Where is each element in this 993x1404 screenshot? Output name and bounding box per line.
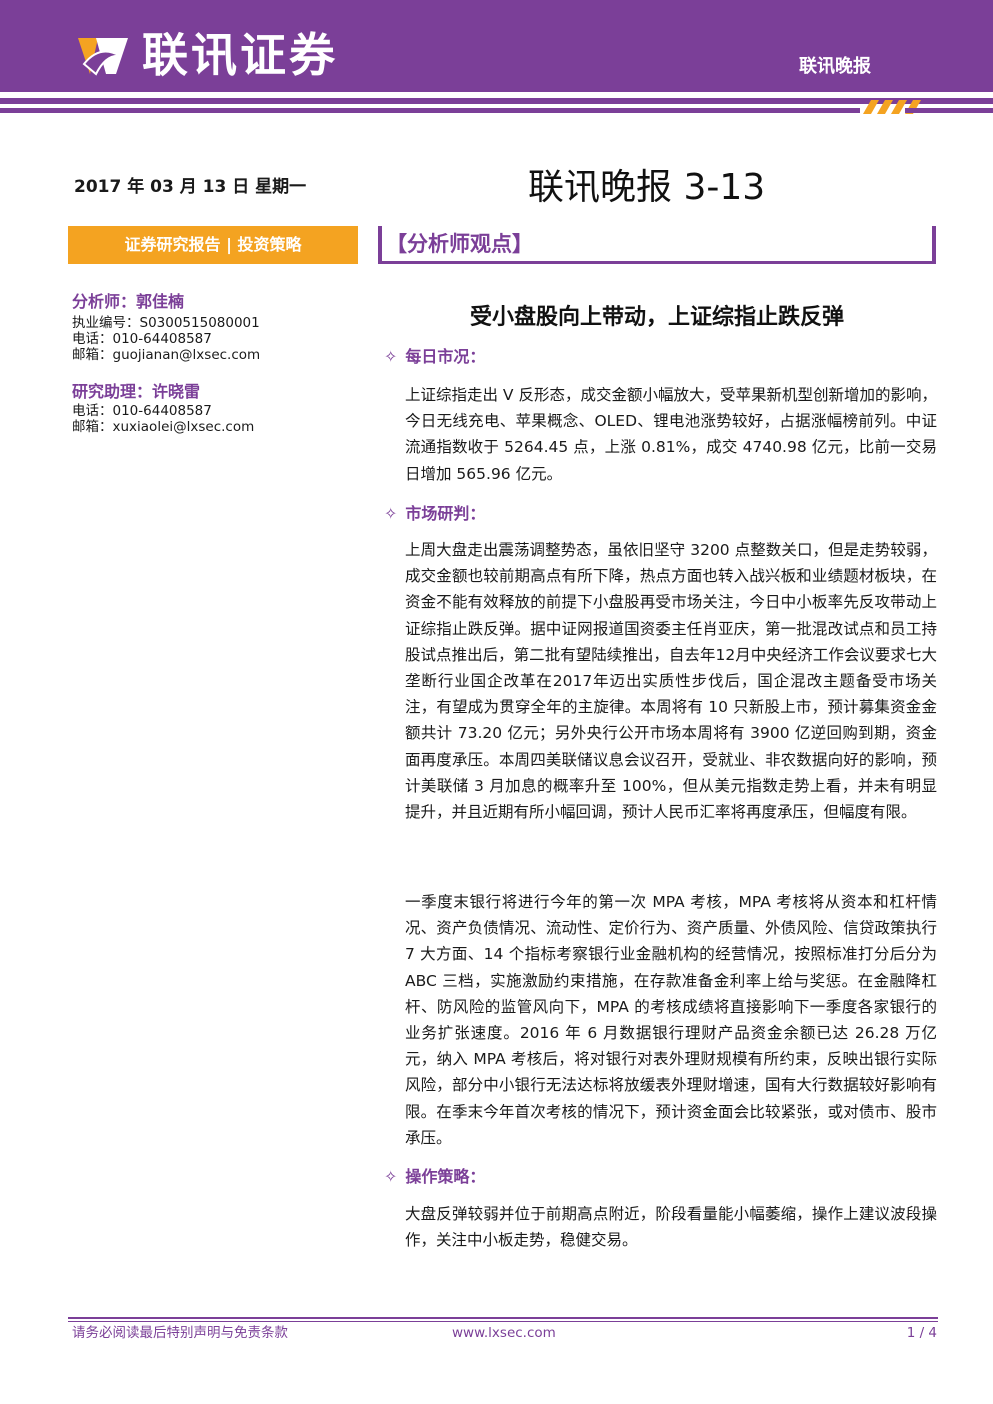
footer-rule-bottom	[68, 1321, 938, 1322]
company-name: 联讯证券	[142, 28, 338, 82]
report-category-bar: 证券研究报告 | 投资策略	[68, 226, 358, 264]
footer-website-link[interactable]: www.lxsec.com	[452, 1325, 556, 1341]
article-title: 受小盘股向上带动，上证综指止跌反弹	[469, 304, 844, 330]
diamond-bullet-icon: ✧	[384, 347, 398, 366]
header-rule-bottom	[0, 108, 860, 113]
analyst-email: 邮箱：guojianan@lxsec.com	[72, 347, 261, 363]
analyst-license: 执业编号：S0300515080001	[72, 315, 260, 331]
section-heading-text: 每日市况：	[405, 347, 486, 366]
header-report-label: 联讯晚报	[799, 56, 871, 77]
analyst-name: 分析师：郭佳楠	[72, 292, 185, 311]
section-heading-text: 市场研判：	[405, 504, 486, 523]
header-rule-end	[905, 108, 993, 113]
report-date: 2017 年 03 月 13 日 星期一	[74, 177, 307, 197]
section-heading-text: 操作策略：	[405, 1167, 486, 1186]
paragraph-daily-market: 上证综指走出 V 反形态，成交金额小幅放大，受苹果新机型创新增加的影响，今日无线…	[405, 386, 937, 483]
assistant-email: 邮箱：xuxiaolei@lxsec.com	[72, 419, 255, 435]
header-rule-top	[0, 98, 993, 104]
assistant-name: 研究助理：许晓雷	[72, 382, 201, 401]
footer-rule-top	[68, 1317, 938, 1319]
diamond-bullet-icon: ✧	[384, 1167, 398, 1186]
paragraph-market-judgement-2: 一季度末银行将进行今年的第一次 MPA 考核，MPA 考核将从资本和杠杆情况、资…	[405, 893, 937, 1147]
analyst-view-heading: 【分析师观点】	[378, 226, 936, 264]
header-band: 联讯证券 联讯晚报	[0, 0, 993, 92]
assistant-phone: 电话：010-64408587	[72, 403, 212, 419]
analyst-view-label: 【分析师观点】	[386, 232, 533, 256]
footer-disclaimer: 请务必阅读最后特别声明与免责条款	[72, 1325, 288, 1341]
heading-cap	[932, 226, 936, 261]
section-heading-strategy: ✧ 操作策略：	[384, 1166, 485, 1188]
footer-page-number: 1 / 4	[906, 1325, 937, 1341]
report-title: 联讯晚报 3-13	[528, 167, 766, 208]
section-heading-judgement: ✧ 市场研判：	[384, 503, 485, 525]
section-heading-daily: ✧ 每日市况：	[384, 346, 485, 368]
analyst-phone: 电话：010-64408587	[72, 331, 212, 347]
company-logo-icon	[78, 38, 128, 76]
diamond-bullet-icon: ✧	[384, 504, 398, 523]
paragraph-market-judgement-1: 上周大盘走出震荡调整势态，虽依旧坚守 3200 点整数关口，但是走势较弱，成交金…	[405, 541, 937, 822]
paragraph-strategy: 大盘反弹较弱并位于前期高点附近，阶段看量能小幅萎缩，操作上建议波段操作，关注中小…	[405, 1205, 937, 1250]
